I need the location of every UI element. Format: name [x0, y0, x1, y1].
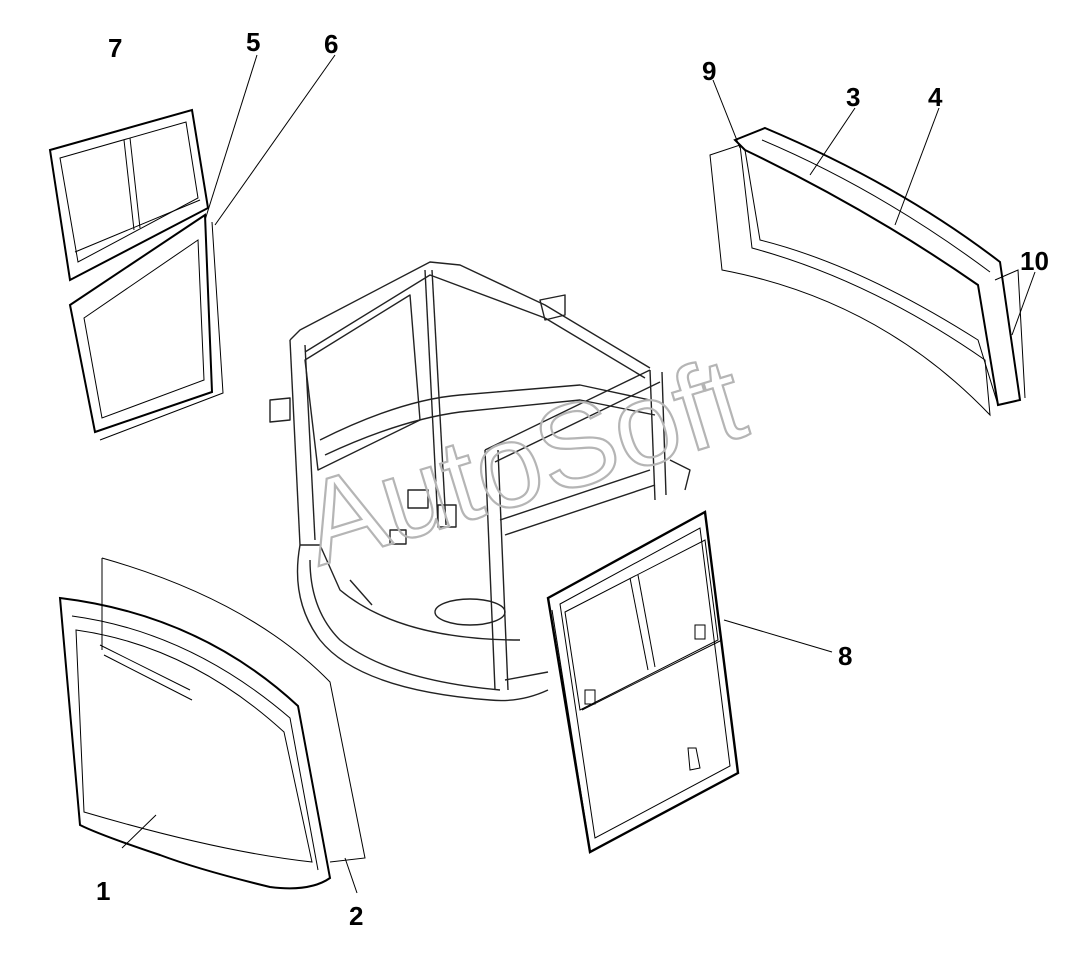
- callout-8: 8: [838, 641, 852, 671]
- callout-9: 9: [702, 56, 716, 86]
- callout-2: 2: [349, 901, 363, 931]
- part-7-rear-window: [48, 108, 210, 282]
- callout-5: 5: [246, 27, 260, 57]
- leader-lines: [121, 54, 1036, 894]
- parts-3-4-9-10-upper-glass: [709, 126, 1026, 417]
- callout-6: 6: [324, 29, 338, 59]
- callout-4: 4: [928, 82, 943, 112]
- callout-labels: 1 2 3 4 5 6 7 8 9 10: [96, 27, 1049, 931]
- cab-frame: [269, 261, 691, 702]
- part-2-glass-pane: [101, 557, 366, 863]
- part-5-6-side-window: [68, 213, 224, 441]
- callout-7: 7: [108, 33, 122, 63]
- callout-3: 3: [846, 82, 860, 112]
- part-1-front-windscreen: [58, 596, 332, 890]
- part-8-door: [546, 510, 740, 854]
- callout-1: 1: [96, 876, 110, 906]
- callout-10: 10: [1020, 246, 1049, 276]
